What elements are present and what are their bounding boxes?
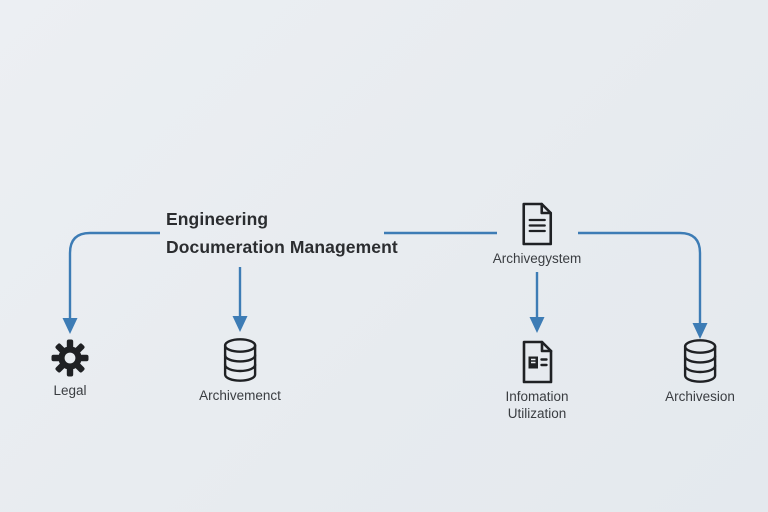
arrowhead-infomation [529,317,545,333]
database-icon [218,335,262,385]
diagram-title: Engineering Documeration Management [166,206,398,261]
node-label-legal: Legal [53,383,87,398]
node-archivesion: Archivesion [665,336,735,406]
node-label-archivegystem: Archivegystem [492,251,582,266]
connector-left [68,231,160,320]
arrowhead-legal [62,318,78,334]
arrowhead-archivesion [692,323,708,339]
document-icon [514,200,560,248]
arrowhead-archivemenct [232,316,248,332]
database-icon [678,336,722,386]
node-legal: Legal [48,336,92,400]
node-label-archivesion: Archivesion [665,389,735,404]
title-line-2: Documeration Management [166,236,398,257]
title-line-1: Engineering [166,209,269,229]
gear-icon [48,336,92,380]
node-archivegystem: Archivegystem [492,200,582,268]
document-table-icon [514,338,560,386]
node-label-infomation-utilization: Infomation Utilization [505,389,569,421]
node-label-archivemenct: Archivemenct [199,388,281,403]
node-archivemenct: Archivemenct [199,335,281,405]
connector-right [578,231,702,325]
node-infomation-utilization: Infomation Utilization [491,338,583,422]
